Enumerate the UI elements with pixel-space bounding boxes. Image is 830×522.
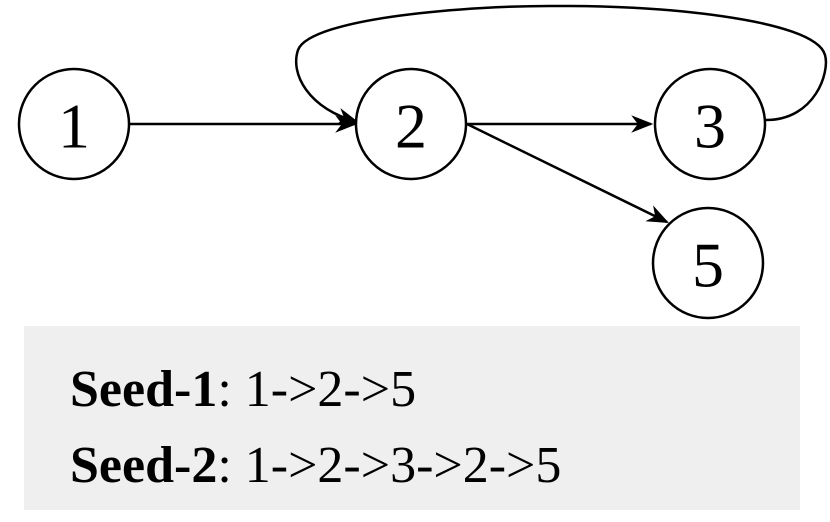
node-3: 3 [653, 67, 767, 181]
node-1-label: 1 [58, 91, 90, 162]
seed-2-path: 1->2->3->2->5 [244, 437, 562, 494]
node-2: 2 [354, 67, 468, 181]
seed-paths-panel: Seed-1: 1->2->5 Seed-2: 1->2->3->2->5 [24, 326, 800, 510]
node-3-label: 3 [694, 91, 726, 162]
node-5: 5 [651, 206, 765, 320]
seed-2-separator: : [217, 437, 245, 494]
node-2-label: 2 [395, 91, 427, 162]
seed-1-name: Seed-1 [70, 361, 218, 418]
seed-1-path: 1->2->5 [244, 361, 417, 418]
node-5-label: 5 [692, 230, 724, 301]
edge-2-to-5 [466, 122, 669, 224]
seed-1-separator: : [217, 361, 245, 418]
edge-3-to-2 [294, 4, 828, 126]
node-1: 1 [17, 67, 131, 181]
seed-2-name: Seed-2 [70, 437, 218, 494]
seed-2-line: Seed-2: 1->2->3->2->5 [70, 436, 561, 496]
seed-1-line: Seed-1: 1->2->5 [70, 360, 416, 420]
